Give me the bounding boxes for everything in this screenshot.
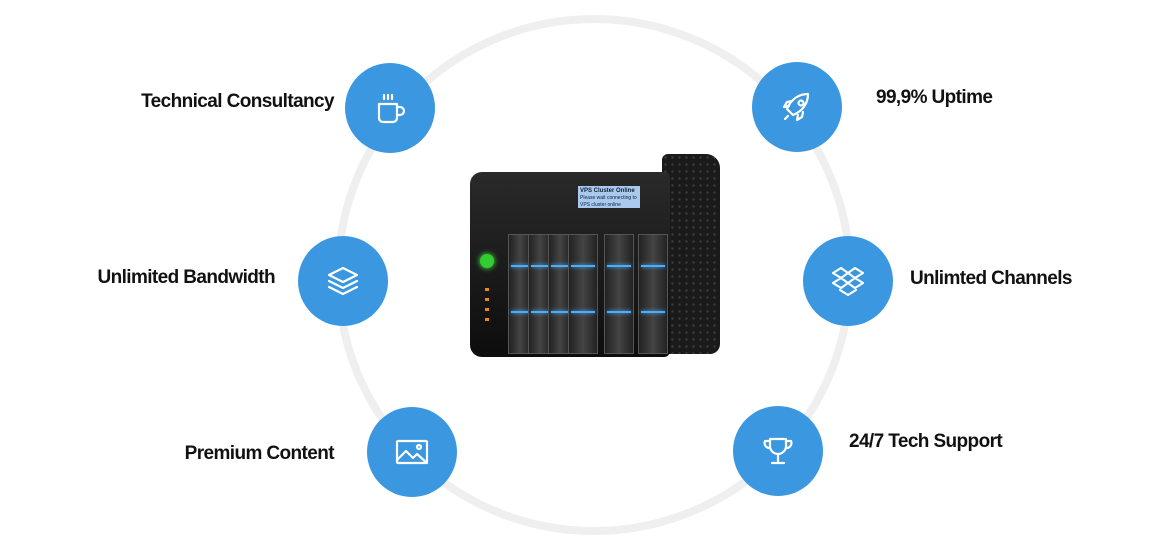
drive-bay (638, 234, 668, 354)
feature-uptime (752, 62, 842, 152)
rocket-icon (782, 92, 810, 122)
feature-technical-consultancy (345, 63, 435, 153)
led-icon (485, 288, 489, 291)
feature-label-unlimited-bandwidth: Unlimited Bandwidth (97, 267, 275, 288)
drive-bay (604, 234, 634, 354)
feature-label-unlimited-channels: Unlimted Channels (910, 268, 1072, 289)
power-button-icon (480, 254, 494, 268)
feature-tech-support (733, 406, 823, 496)
server-side-panel (662, 154, 720, 354)
feature-unlimited-bandwidth (298, 236, 388, 326)
led-icon (485, 308, 489, 311)
feature-label-uptime: 99,9% Uptime (876, 87, 993, 108)
image-icon (395, 439, 429, 465)
feature-label-premium-content: Premium Content (184, 443, 335, 464)
dropbox-icon (831, 266, 865, 297)
feature-unlimited-channels (803, 236, 893, 326)
led-icon (485, 298, 489, 301)
drive-bay (568, 234, 598, 354)
trophy-icon (763, 437, 793, 465)
led-icon (485, 318, 489, 321)
feature-label-tech-support: 24/7 Tech Support (849, 431, 1003, 452)
coffee-cup-icon (377, 93, 406, 124)
feature-premium-content (367, 407, 457, 497)
screen-title: VPS Cluster Online (580, 188, 635, 194)
feature-label-technical-consultancy: Technical Consultancy (141, 91, 335, 112)
screen-subtitle: Please wait connecting to VPS cluster on… (580, 195, 637, 208)
layers-icon (327, 266, 359, 296)
